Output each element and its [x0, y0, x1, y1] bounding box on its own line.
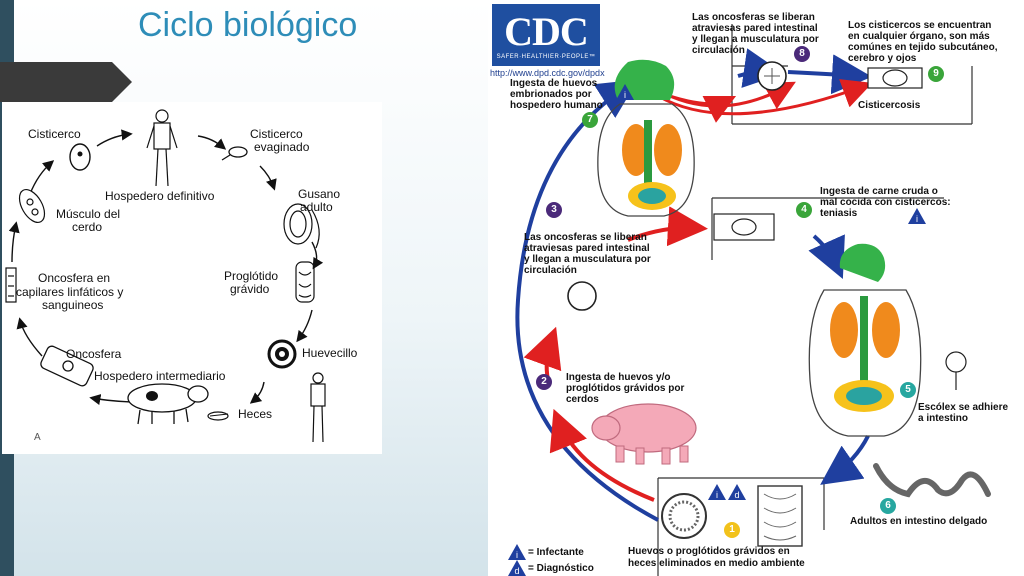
legend-diagnostic-label: = Diagnóstico — [528, 563, 594, 574]
step2-line2: proglótidos grávidos por — [566, 383, 685, 394]
cdc-logo-letters: CDC — [504, 9, 589, 54]
label-hospedero-intermediario: Hospedero intermediario — [94, 369, 226, 383]
step2-badge: 2 — [536, 374, 552, 390]
cdc-logo — [492, 4, 600, 66]
label-gusano-2: adulto — [300, 200, 333, 214]
step4-line3: teniasis — [820, 208, 858, 219]
step6-badge: 6 — [880, 498, 896, 514]
step5-line2: a intestino — [918, 413, 969, 424]
label-musculo-2: cerdo — [72, 220, 103, 234]
pig-illustration — [591, 403, 697, 465]
lifecycle-a-drawing — [5, 109, 326, 443]
step8-line4: circulación — [692, 45, 745, 56]
cdc-drawing — [515, 24, 991, 576]
title-arrow-tab — [0, 62, 132, 102]
legend-infective-triangle: i — [508, 544, 526, 560]
step7-badge: 7 — [582, 112, 598, 128]
step1-infective-triangle: i — [708, 484, 726, 500]
step8-line3: y llegan a musculatura por — [692, 34, 819, 45]
legend-diagnostic-triangle: d — [508, 560, 526, 576]
label-oncosfera-capilares-1: Oncosfera en — [38, 271, 111, 285]
step1-diagnostic-triangle: d — [728, 484, 746, 500]
step3-line4: circulación — [524, 265, 577, 276]
svg-text:d: d — [734, 490, 739, 500]
label-huevecillo: Huevecillo — [302, 346, 358, 360]
label-oncosfera-capilares-2: capilares linfáticos y — [16, 285, 124, 299]
label-heces: Heces — [238, 407, 273, 421]
legend-infective-symbol: i — [516, 550, 518, 560]
step1-line1: Huevos o proglótidos grávidos en — [628, 546, 790, 557]
step9-line3: comúnes en tejido subcutáneo, — [848, 42, 998, 53]
step3-badge: 3 — [546, 202, 562, 218]
label-cisticerco-evaginado-2: evaginado — [254, 140, 310, 154]
legend-infective-label: = Infectante — [528, 547, 584, 558]
step2-line3: cerdos — [566, 394, 599, 405]
label-cisticerco-evaginado-1: Cisticerco — [250, 127, 303, 141]
step4-line2: mal cocida con cisticercos: — [820, 197, 951, 208]
label-musculo-1: Músculo del — [56, 207, 121, 221]
svg-text:i: i — [624, 90, 626, 100]
step1-badge: 1 — [724, 522, 740, 538]
label-hospedero-definitivo: Hospedero definitivo — [105, 189, 215, 203]
human-figure-top — [597, 59, 695, 217]
step3-line2: atraviesas pared intestinal — [524, 243, 650, 254]
step4-line1: Ingesta de carne cruda o — [820, 186, 938, 197]
human-figure-right — [808, 243, 922, 437]
step8-badge: 8 — [794, 46, 810, 62]
step5-badge: 5 — [900, 382, 916, 398]
step9-line1: Los cisticercos se encuentran — [848, 20, 992, 31]
step7-infective-triangle: i — [616, 84, 634, 100]
legend-diagnostic-symbol: d — [514, 566, 519, 576]
step9-line4: cerebro y ojos — [848, 53, 917, 64]
svg-text:i: i — [916, 214, 918, 224]
step7-line1: Ingesta de huevos — [510, 78, 598, 89]
step3-line3: y llegan a musculatura por — [524, 254, 651, 265]
svg-text:i: i — [716, 490, 718, 500]
step2-line1: Ingesta de huevos y/o — [566, 372, 671, 383]
step8-line2: atraviesas pared intestinal — [692, 23, 818, 34]
cdc-url: http://www.dpd.cdc.gov/dpdx — [490, 68, 605, 78]
cdc-logo-tagline: SAFER·HEALTHIER·PEOPLE™ — [496, 54, 596, 60]
label-oncosfera: Oncosfera — [66, 347, 122, 361]
step7-line2: embrionados por — [510, 89, 592, 100]
step8-line1: Las oncosferas se liberan — [692, 12, 815, 23]
step7-line3: hospedero humano — [510, 100, 603, 111]
label-proglotido-1: Proglótido — [224, 269, 279, 283]
lifecycle-diagram-a: Cisticerco Hospedero definitivo Cisticer… — [2, 102, 382, 454]
step1-line2: heces eliminados en medio ambiente — [628, 558, 805, 569]
step9-badge: 9 — [928, 66, 944, 82]
cisticercosis-label: Cisticercosis — [858, 100, 921, 111]
step6-line1: Adultos en intestino delgado — [850, 516, 988, 527]
step3-line1: Las oncosferas se liberan — [524, 232, 647, 243]
cdc-lifecycle-diagram: CDC SAFER·HEALTHIER·PEOPLE™ http://www.d… — [488, 0, 1024, 576]
step4-infective-triangle: i — [908, 208, 926, 224]
step4-badge: 4 — [796, 202, 812, 218]
label-corner-a: A — [34, 432, 41, 443]
slide-title: Ciclo biológico — [138, 6, 358, 44]
label-proglotido-2: grávido — [230, 282, 270, 296]
label-gusano-1: Gusano — [298, 187, 341, 201]
label-oncosfera-capilares-3: sanguineos — [42, 298, 104, 312]
step9-line2: en cualquier órgano, son más — [848, 31, 990, 42]
step5-line1: Escólex se adhiere — [918, 402, 1009, 413]
label-cisticerco: Cisticerco — [28, 127, 81, 141]
